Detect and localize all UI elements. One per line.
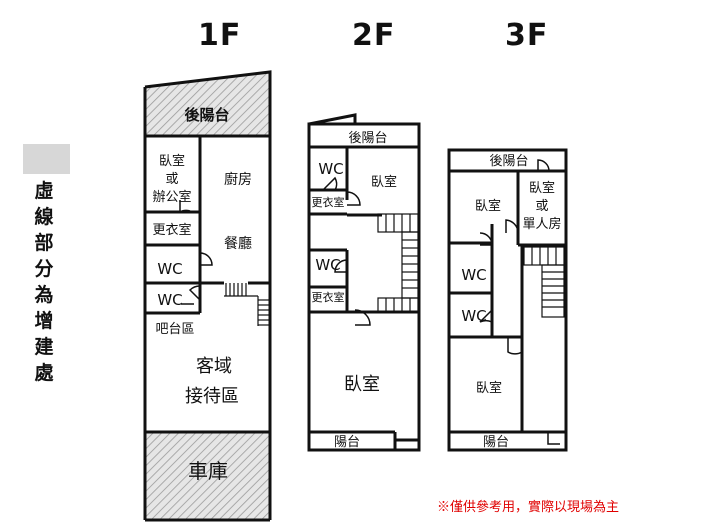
label-2f-dressing-lower: 更衣室 [312,290,345,304]
room-labels-3f: 後陽台 臥室 臥室 或 單人房 WC WC 臥室 陽台 [461,154,561,450]
floor-plan-2f [307,113,421,452]
label-3f-bedroom-bottom: 臥室 [476,380,502,396]
label-3f-or: 或 [535,199,548,214]
label-2f-balcony: 陽台 [334,435,360,450]
label-3f-bedroom: 臥室 [529,180,555,196]
label-1f-or: 或 [165,172,178,187]
label-3f-single-room: 單人房 [522,216,561,232]
legend-text: 虛 線 部 分 為 增 建 處 [34,180,54,384]
label-1f-bar: 吧台區 [155,322,194,337]
room-labels-2f: 後陽台 WC 臥室 更衣室 WC 更衣室 臥室 陽台 [312,131,398,450]
label-3f-bedroom-left: 臥室 [475,198,501,214]
room-labels-1f: 後陽台 臥室 或 辦公室 廚房 餐廳 更衣室 WC WC 吧台區 客域 接待區 … [152,106,252,483]
label-2f-back-balcony: 後陽台 [348,131,387,146]
label-2f-dressing-upper: 更衣室 [312,195,345,209]
label-1f-bedroom: 臥室 [159,153,185,169]
garage-addition-1f [145,432,270,520]
label-1f-living-2: 接待區 [185,386,239,407]
label-1f-dressing: 更衣室 [152,222,191,238]
label-3f-back-balcony: 後陽台 [489,154,528,169]
label-2f-bedroom-large: 臥室 [344,374,380,395]
label-2f-wc-upper: WC [318,160,343,178]
floor-plan-3f [447,148,568,452]
label-3f-balcony: 陽台 [483,435,509,450]
label-2f-wc-lower: WC [315,256,340,274]
label-1f-office: 辦公室 [152,189,191,205]
label-1f-wc-upper: WC [157,260,182,278]
label-3f-wc-lower: WC [461,307,486,325]
floor-plan-1f [143,70,272,522]
floor-title-3f: 3F [505,18,549,53]
label-1f-wc-lower: WC [157,291,182,309]
disclaimer-text: ※僅供參考用，實際以現場為主 [437,500,620,515]
legend-swatch [23,144,70,174]
label-1f-dining: 餐廳 [224,235,252,252]
label-2f-bedroom-small: 臥室 [371,174,397,190]
label-1f-back-balcony: 後陽台 [183,106,229,124]
label-1f-garage: 車庫 [188,459,228,483]
back-balcony-addition-1f [145,72,270,135]
floor-title-1f: 1F [198,18,242,53]
label-3f-wc-upper: WC [461,266,486,284]
label-1f-kitchen: 廚房 [224,171,252,188]
floor-title-2f: 2F [352,18,396,53]
label-1f-living-1: 客域 [196,356,232,377]
